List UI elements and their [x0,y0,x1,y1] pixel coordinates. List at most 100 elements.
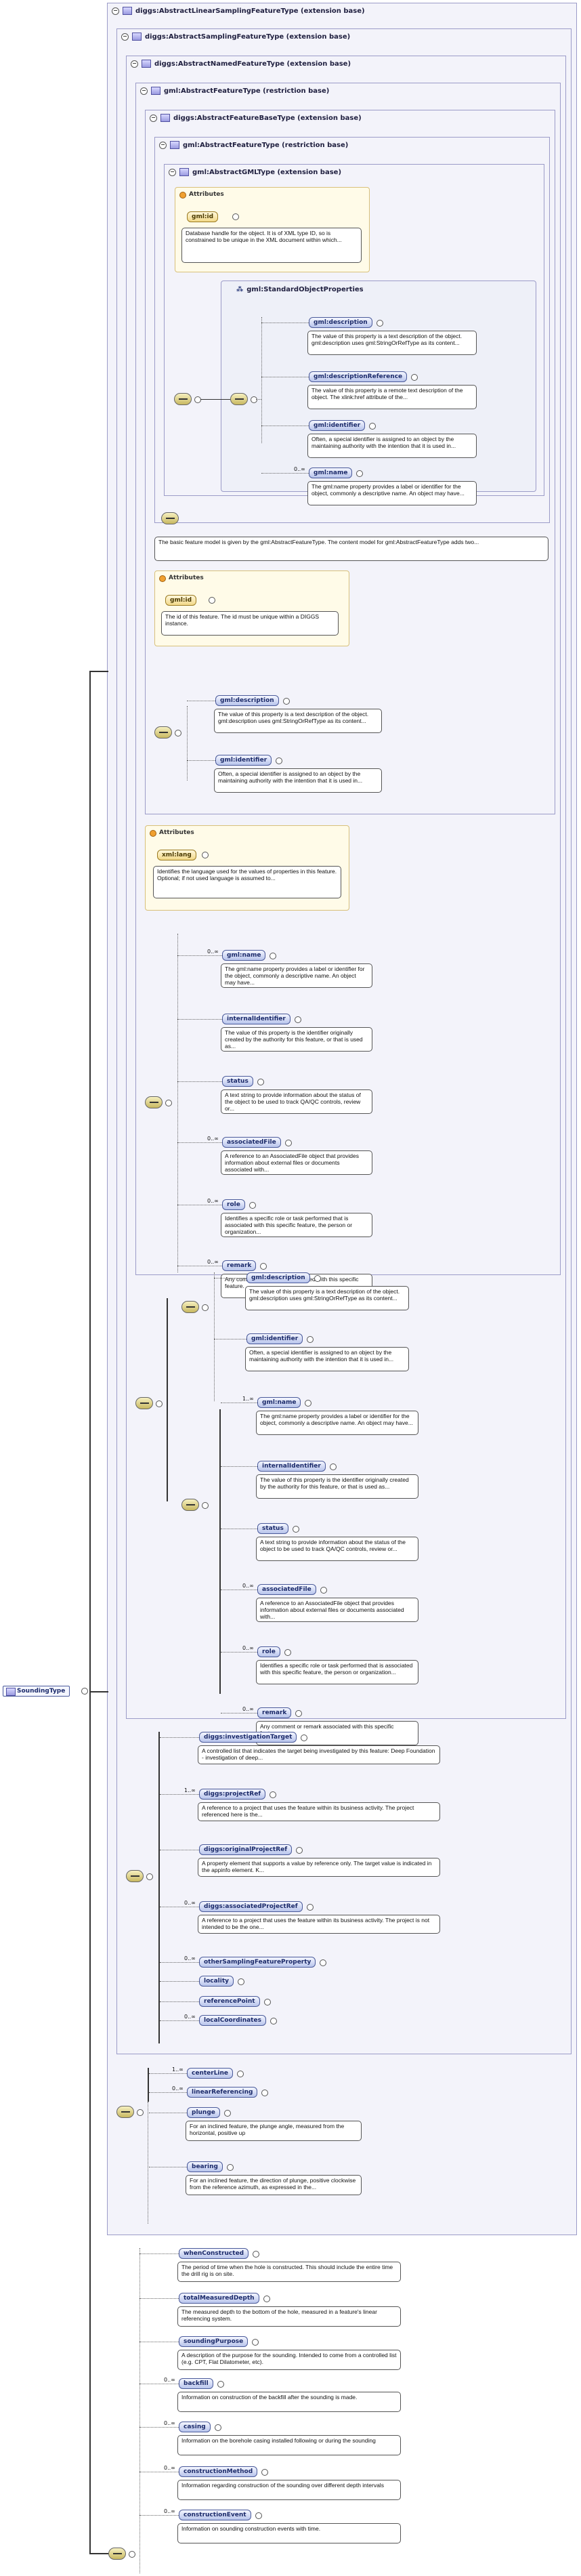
element-gml-identifier[interactable]: gml:identifier [246,1333,303,1344]
expand-toggle-icon[interactable] [260,1263,267,1270]
choice-compositor-icon[interactable] [181,1301,199,1313]
element-othersamplingfeatureproperty[interactable]: otherSamplingFeatureProperty [199,1957,316,1968]
expand-toggle-icon[interactable] [261,2090,268,2096]
expand-toggle-icon[interactable] [293,1526,299,1533]
collapse-toggle-icon[interactable]: − [169,168,176,176]
attr-gml-id[interactable]: gml:id [165,595,197,606]
expand-toggle-icon[interactable] [356,470,363,477]
collapse-toggle-icon[interactable]: − [131,60,138,68]
element-associatedfile[interactable]: associatedFile [222,1137,281,1148]
element-gml-description[interactable]: gml:description [215,695,279,706]
expand-toggle-icon[interactable] [251,396,257,403]
expand-toggle-icon[interactable] [257,1079,264,1085]
expand-toggle-icon[interactable] [296,1847,303,1854]
expand-toggle-icon[interactable] [194,396,201,403]
collapse-toggle-icon[interactable]: − [121,33,129,41]
element-bearing[interactable]: bearing [187,2161,223,2172]
element-whenconstructed[interactable]: whenConstructed [179,2248,249,2259]
expand-toggle-icon[interactable] [295,1016,301,1023]
element-diggs-associatedprojectref[interactable]: diggs:associatedProjectRef [199,1901,303,1912]
element-internalidentifier[interactable]: internalIdentifier [257,1461,326,1472]
sequence-compositor-icon[interactable] [181,1499,199,1511]
element-centerline[interactable]: centerLine [187,2068,234,2079]
sequence-compositor-icon[interactable] [161,512,179,524]
expand-toggle-icon[interactable] [255,2512,262,2519]
expand-toggle-icon[interactable] [156,1400,163,1407]
expand-toggle-icon[interactable] [253,2251,259,2258]
sequence-compositor-icon[interactable] [174,393,192,405]
collapse-toggle-icon[interactable]: − [112,7,119,15]
element-backfill[interactable]: backfill [179,2378,213,2389]
element-plunge[interactable]: plunge [187,2107,220,2118]
element-gml-description[interactable]: gml:description [309,317,372,328]
expand-toggle-icon[interactable] [209,597,215,604]
expand-toggle-icon[interactable] [232,213,239,220]
expand-toggle-icon[interactable] [202,852,209,858]
expand-toggle-icon[interactable] [252,2339,259,2346]
element-role[interactable]: role [257,1646,280,1657]
sequence-compositor-icon[interactable] [126,1870,144,1882]
attr-gml-id[interactable]: gml:id [187,211,219,222]
expand-toggle-icon[interactable] [129,2551,135,2558]
expand-toggle-icon[interactable] [215,2424,221,2431]
expand-toggle-icon[interactable] [217,2381,224,2388]
element-referencepoint[interactable]: referencePoint [199,1996,260,2007]
element-gml-description[interactable]: gml:description [246,1272,310,1283]
expand-toggle-icon[interactable] [283,698,290,705]
expand-toggle-icon[interactable] [137,2109,144,2116]
element-gml-descriptionreference[interactable]: gml:descriptionReference [309,371,408,382]
expand-toggle-icon[interactable] [411,374,418,381]
element-remark[interactable]: remark [222,1260,257,1271]
expand-toggle-icon[interactable] [320,1959,326,1966]
collapse-toggle-icon[interactable]: − [150,114,157,122]
expand-toggle-icon[interactable] [270,1791,276,1798]
sequence-compositor-icon[interactable] [108,2548,126,2560]
expand-toggle-icon[interactable] [237,2071,244,2077]
sequence-compositor-icon[interactable] [135,1397,153,1409]
expand-toggle-icon[interactable] [376,320,383,327]
element-gml-name[interactable]: gml:name [222,950,266,961]
expand-toggle-icon[interactable] [202,1304,209,1311]
attr-xml-lang[interactable]: xml:lang [157,850,196,860]
element-associatedfile[interactable]: associatedFile [257,1584,316,1595]
element-gml-identifier[interactable]: gml:identifier [309,420,366,431]
element-constructionevent[interactable]: constructionEvent [179,2510,251,2520]
expand-toggle-icon[interactable] [307,1336,314,1343]
sequence-compositor-icon[interactable] [145,1096,163,1108]
element-constructionmethod[interactable]: constructionMethod [179,2466,258,2477]
element-diggs-originalprojectref[interactable]: diggs:originalProjectRef [199,1844,293,1855]
collapse-toggle-icon[interactable]: − [140,87,148,95]
element-locality[interactable]: locality [199,1976,234,1987]
expand-toggle-icon[interactable] [175,730,181,736]
element-gml-identifier[interactable]: gml:identifier [215,755,272,766]
expand-toggle-icon[interactable] [314,1275,321,1282]
expand-toggle-icon[interactable] [249,1202,256,1209]
element-soundingpurpose[interactable]: soundingPurpose [179,2336,249,2347]
element-internalidentifier[interactable]: internalIdentifier [222,1014,290,1024]
expand-toggle-icon[interactable] [238,1978,244,1985]
element-remark[interactable]: remark [257,1707,292,1718]
sequence-compositor-icon[interactable] [230,393,248,405]
root-element-sounding-type[interactable]: SoundingType [3,1686,70,1697]
expand-toggle-icon[interactable] [264,1999,271,2006]
expand-toggle-icon[interactable] [227,2164,234,2171]
expand-toggle-icon[interactable] [284,1649,291,1656]
expand-toggle-icon[interactable] [202,1502,209,1509]
expand-toggle-icon[interactable] [330,1463,337,1470]
element-status[interactable]: status [222,1076,253,1087]
expand-toggle-icon[interactable] [263,2295,270,2302]
expand-toggle-icon[interactable] [285,1140,292,1146]
expand-toggle-icon[interactable] [261,2469,268,2476]
expand-toggle-icon[interactable] [301,1734,307,1741]
element-diggs-projectref[interactable]: diggs:projectRef [199,1789,266,1800]
expand-toggle-icon[interactable] [81,1688,88,1695]
expand-toggle-icon[interactable] [307,1904,314,1911]
sequence-compositor-icon[interactable] [116,2106,134,2118]
element-linearreferencing[interactable]: linearReferencing [187,2087,258,2098]
expand-toggle-icon[interactable] [295,1710,302,1717]
element-diggs-investigationtarget[interactable]: diggs:investigationTarget [199,1732,297,1743]
sequence-compositor-icon[interactable] [154,726,172,739]
element-status[interactable]: status [257,1523,288,1534]
expand-toggle-icon[interactable] [320,1587,327,1594]
expand-toggle-icon[interactable] [305,1400,311,1407]
